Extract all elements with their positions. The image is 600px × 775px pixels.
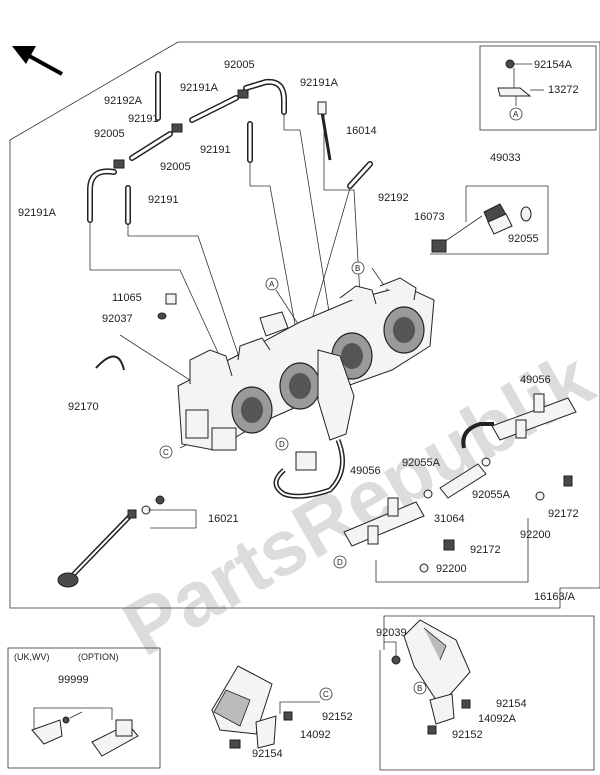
label-92191A-a: 92191A bbox=[300, 77, 339, 89]
inset-13272: A bbox=[479, 45, 597, 131]
label-14092: 14092 bbox=[300, 729, 331, 741]
label-92200-a: 92200 bbox=[520, 529, 551, 541]
label-49056-a: 49056 bbox=[520, 374, 551, 386]
inset-49033-box bbox=[430, 185, 549, 255]
label-92005-c: 92005 bbox=[160, 161, 191, 173]
label-92170: 92170 bbox=[68, 401, 99, 413]
label-92191A-b: 92191A bbox=[180, 82, 219, 94]
option-note: (OPTION) bbox=[78, 652, 119, 662]
label-49056-b: 49056 bbox=[350, 465, 381, 477]
throttle-body-assembly bbox=[177, 277, 435, 451]
small-parts-left bbox=[95, 293, 177, 371]
label-92039: 92039 bbox=[376, 627, 407, 639]
part-14092A: B bbox=[379, 615, 595, 771]
label-92055A-a: 92055A bbox=[402, 457, 441, 469]
wire-harness bbox=[273, 439, 345, 499]
label-92037: 92037 bbox=[102, 313, 133, 325]
hose-joints bbox=[113, 89, 249, 169]
svg-text:D: D bbox=[337, 558, 343, 567]
label-92200-b: 92200 bbox=[436, 563, 467, 575]
label-92055: 92055 bbox=[508, 233, 539, 245]
label-92191A-c: 92191A bbox=[18, 207, 57, 219]
bracket-16021 bbox=[148, 509, 197, 529]
label-92172-b: 92172 bbox=[470, 544, 501, 556]
part-16014 bbox=[317, 101, 332, 161]
part-31064 bbox=[439, 463, 487, 499]
label-92191-a: 92191 bbox=[128, 113, 159, 125]
callout-circles: A B C D D bbox=[159, 261, 365, 569]
hose-lines-inner bbox=[88, 72, 372, 224]
svg-text:A: A bbox=[269, 280, 275, 289]
label-11065: 11065 bbox=[112, 292, 142, 304]
part-14092: C bbox=[211, 665, 333, 749]
part-49033 bbox=[431, 203, 532, 253]
label-92191-b: 92191 bbox=[200, 144, 231, 156]
label-92172-a: 92172 bbox=[548, 508, 579, 520]
label-31064: 31064 bbox=[434, 513, 465, 525]
label-92191-c: 92191 bbox=[148, 194, 179, 206]
front-arrow-icon bbox=[12, 46, 63, 76]
leader-lines bbox=[89, 112, 483, 449]
callout-a-inset bbox=[509, 107, 523, 121]
option-box: (UK,WV) (OPTION) bbox=[7, 647, 161, 769]
label-99999: 99999 bbox=[58, 674, 89, 686]
label-92192A: 92192A bbox=[104, 95, 143, 107]
svg-text:C: C bbox=[323, 690, 329, 699]
label-14092A: 14092A bbox=[478, 713, 517, 725]
svg-text:C: C bbox=[163, 448, 169, 457]
part-labels: 92154A 13272 92005 92191A 92192A 92191A … bbox=[18, 59, 579, 760]
label-92192: 92192 bbox=[378, 192, 409, 204]
label-92005-a: 92005 bbox=[224, 59, 255, 71]
label-16073: 16073 bbox=[414, 211, 445, 223]
svg-text:B: B bbox=[417, 684, 422, 693]
callout-a-inset-label: A bbox=[513, 110, 519, 119]
label-92154-a: 92154 bbox=[496, 698, 527, 710]
label-13272: 13272 bbox=[548, 84, 579, 96]
svg-text:D: D bbox=[279, 440, 285, 449]
label-92152-b: 92152 bbox=[452, 729, 483, 741]
label-16021: 16021 bbox=[208, 513, 239, 525]
label-49033: 49033 bbox=[490, 152, 521, 164]
fuel-rail-upper bbox=[461, 393, 577, 501]
option-region: (UK,WV) bbox=[14, 652, 50, 662]
svg-text:B: B bbox=[355, 264, 360, 273]
label-16163A: 16163/A bbox=[534, 591, 576, 603]
bracket-16163 bbox=[375, 518, 529, 583]
label-92005-b: 92005 bbox=[94, 128, 125, 140]
label-92154A: 92154A bbox=[534, 59, 573, 71]
label-16014: 16014 bbox=[346, 125, 377, 137]
actuator-motor bbox=[317, 349, 355, 441]
fuel-rail-lower bbox=[343, 457, 491, 573]
label-92152-a: 92152 bbox=[322, 711, 353, 723]
label-92154-b: 92154 bbox=[252, 748, 283, 760]
label-92055A-b: 92055A bbox=[472, 489, 511, 501]
main-boundary bbox=[9, 41, 600, 609]
